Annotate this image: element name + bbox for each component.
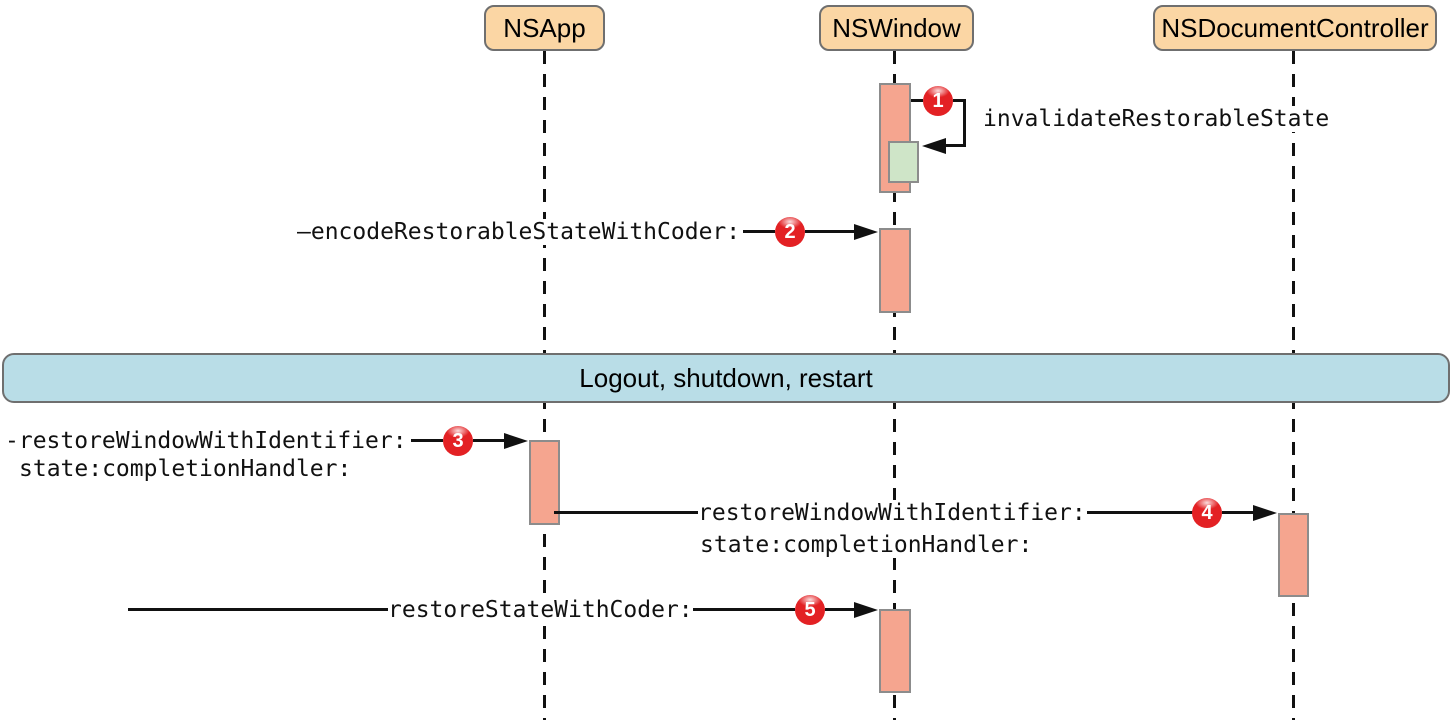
message-line-2a	[743, 230, 775, 233]
actor-nsdocumentcontroller-label: NSDocumentController	[1161, 12, 1429, 43]
arrowhead-4-icon	[1253, 505, 1277, 521]
activation-bar-nsapp	[529, 440, 560, 525]
actor-nsdocumentcontroller: NSDocumentController	[1153, 5, 1437, 51]
step-badge-5-number: 5	[804, 598, 816, 621]
message-line-1b	[953, 99, 966, 102]
message-label-3-line1: -restoreWindowWithIdentifier:	[5, 428, 407, 454]
step-badge-4-number: 4	[1201, 501, 1213, 524]
event-band: Logout, shutdown, restart	[2, 353, 1450, 403]
step-badge-1: 1	[923, 86, 953, 116]
step-badge-1-number: 1	[932, 89, 944, 112]
message-line-1-vertical	[963, 99, 966, 147]
actor-nsapp-label: NSApp	[503, 12, 586, 43]
step-badge-4: 4	[1192, 498, 1222, 528]
message-line-3b	[473, 439, 506, 442]
arrowhead-3-icon	[504, 433, 528, 449]
message-line-5a	[128, 608, 388, 611]
message-line-1a	[911, 99, 923, 102]
message-line-2b	[805, 230, 857, 233]
activation-bar-nswindow-3	[879, 609, 911, 693]
message-line-5c	[825, 608, 857, 611]
step-badge-2-number: 2	[784, 220, 796, 243]
step-badge-3-number: 3	[452, 429, 464, 452]
actor-nswindow-label: NSWindow	[832, 12, 961, 43]
message-line-3a	[411, 439, 443, 442]
activation-bar-nsdocumentcontroller	[1278, 513, 1309, 597]
arrowhead-5-icon	[854, 602, 878, 618]
message-label-2: —encodeRestorableStateWithCoder:	[297, 219, 741, 245]
message-line-1c	[940, 144, 966, 147]
step-badge-5: 5	[795, 595, 825, 625]
actor-nswindow: NSWindow	[819, 5, 974, 51]
actor-nsapp: NSApp	[484, 5, 605, 51]
message-label-4-line2: state:completionHandler:	[700, 532, 1033, 558]
message-label-5: restoreStateWithCoder:	[388, 597, 693, 623]
message-line-5b	[693, 608, 795, 611]
message-line-4b	[1087, 511, 1194, 514]
activation-bar-nswindow-2	[879, 228, 911, 313]
arrowhead-1-icon	[922, 138, 946, 154]
message-line-4a	[554, 511, 698, 514]
message-label-3-line2: state:completionHandler:	[19, 456, 352, 482]
step-badge-3: 3	[443, 426, 473, 456]
message-line-4c	[1222, 511, 1255, 514]
step-badge-2: 2	[775, 217, 805, 247]
message-label-4-line1: restoreWindowWithIdentifier:	[698, 500, 1086, 526]
nested-activation-bar	[888, 141, 919, 183]
event-band-label: Logout, shutdown, restart	[579, 362, 873, 393]
message-label-1: invalidateRestorableState	[983, 106, 1330, 132]
arrowhead-2-icon	[854, 224, 878, 240]
